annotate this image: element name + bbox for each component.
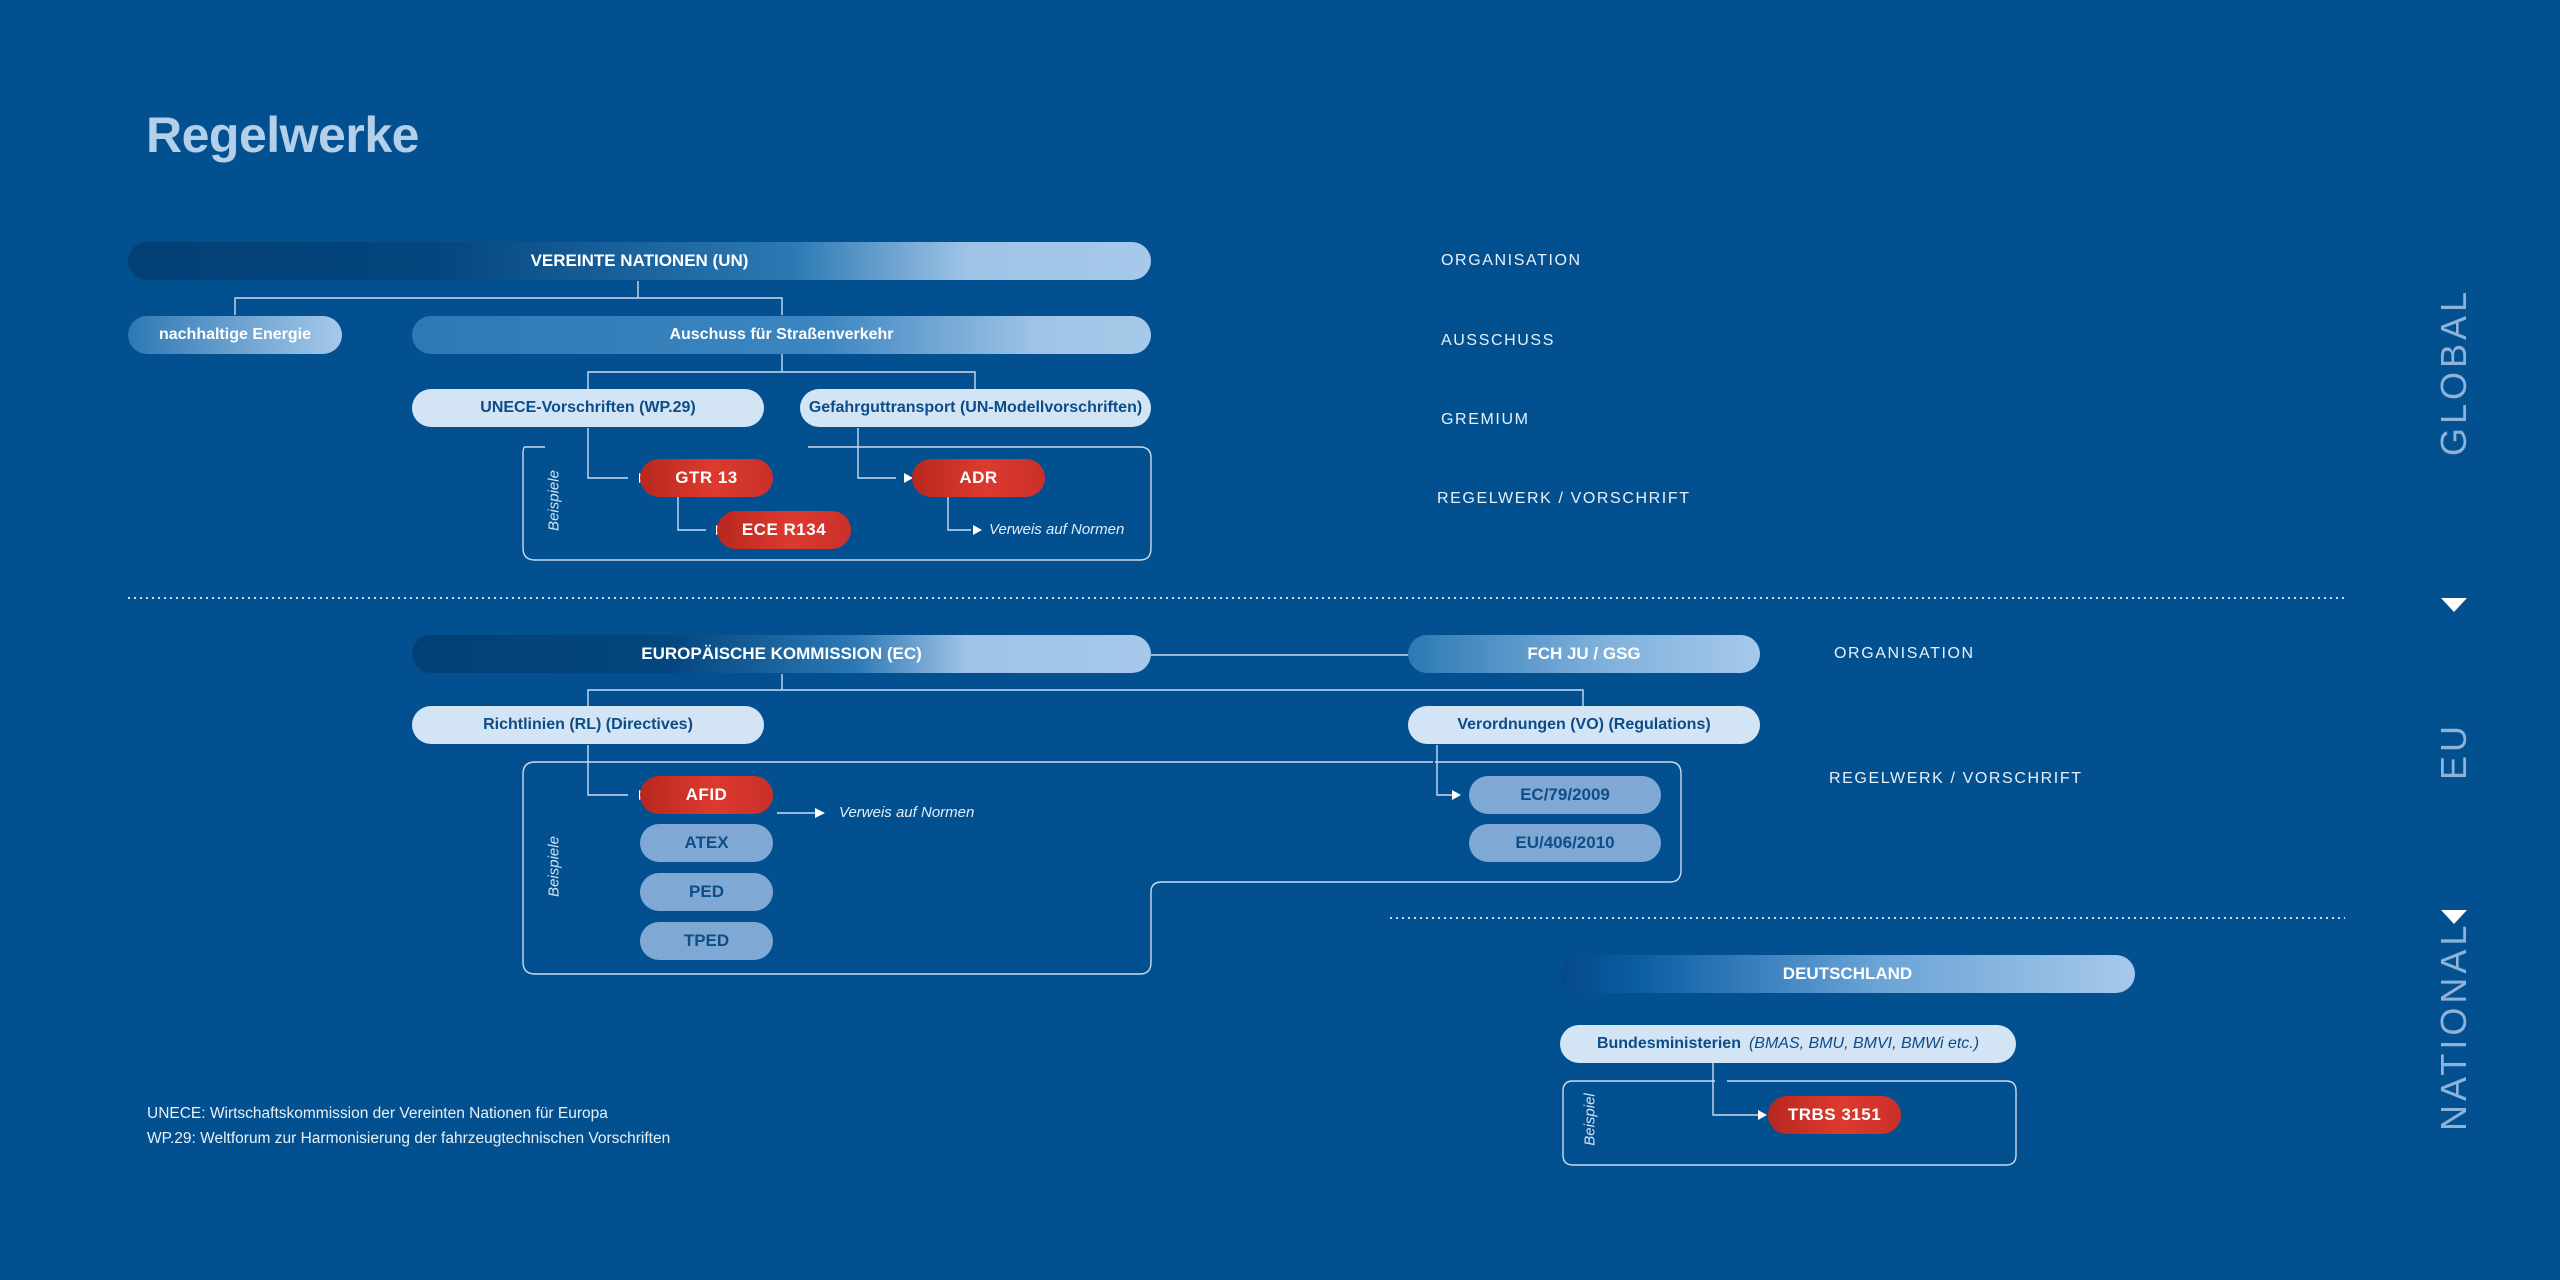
region-national: NATIONAL bbox=[2433, 921, 2474, 1131]
region-down-triangle bbox=[2441, 910, 2467, 924]
ausschuss-connector bbox=[587, 354, 976, 389]
verweis-arrow-line bbox=[947, 497, 971, 531]
adr-arrow-line bbox=[857, 428, 896, 479]
ece-r134-box: ECE R134 bbox=[717, 511, 851, 549]
afid-box: AFID bbox=[640, 776, 773, 814]
eu-beispiele-label: Beispiele bbox=[545, 836, 563, 897]
label-organisation-eu: ORGANISATION bbox=[1834, 645, 1975, 662]
label-regelwerk-eu: REGELWERK / VORSCHRIFT bbox=[1829, 770, 2083, 787]
global-beispiele-label: Beispiele bbox=[545, 470, 563, 531]
region-global: GLOBAL bbox=[2433, 287, 2474, 456]
global-examples-frame bbox=[522, 446, 1152, 561]
label-regelwerk-global: REGELWERK / VORSCHRIFT bbox=[1437, 490, 1691, 507]
ec79-arrow-line bbox=[1436, 745, 1453, 796]
global-verweis-note: Verweis auf Normen bbox=[989, 521, 1125, 538]
fch-box: FCH JU / GSG bbox=[1408, 635, 1760, 673]
trbs-box: TRBS 3151 bbox=[1768, 1096, 1901, 1134]
label-gremium: GREMIUM bbox=[1441, 411, 1530, 428]
regulations-box: Verordnungen (VO) (Regulations) bbox=[1408, 706, 1760, 744]
ec-connector bbox=[587, 674, 1584, 706]
footnote-wp29: WP.29: Weltforum zur Harmonisierung der … bbox=[147, 1130, 671, 1147]
afid-arrow-line bbox=[587, 745, 628, 796]
national-examples-frame bbox=[1562, 1080, 2017, 1166]
atex-box: ATEX bbox=[640, 824, 773, 862]
energy-box: nachhaltige Energie bbox=[128, 316, 342, 354]
ped-box: PED bbox=[640, 873, 773, 911]
label-organisation-global: ORGANISATION bbox=[1441, 252, 1582, 269]
germany-box: DEUTSCHLAND bbox=[1560, 955, 2135, 993]
trbs-arrow-line bbox=[1712, 1063, 1758, 1116]
gtr13-box: GTR 13 bbox=[640, 459, 773, 497]
national-beispiel-label: Beispiel bbox=[1581, 1093, 1599, 1146]
footnote-unece: UNECE: Wirtschaftskommission der Vereint… bbox=[147, 1105, 608, 1122]
road-committee-box: Auschuss für Straßenverkehr bbox=[412, 316, 1151, 354]
directives-box: Richtlinien (RL) (Directives) bbox=[412, 706, 764, 744]
label-ausschuss: AUSSCHUSS bbox=[1441, 332, 1555, 349]
eu-examples-frame bbox=[522, 761, 1682, 975]
eu406-box: EU/406/2010 bbox=[1469, 824, 1661, 862]
ministries-label: Bundesministerien bbox=[1596, 1035, 1741, 1052]
region-eu: EU bbox=[2433, 722, 2474, 781]
page-title: Regelwerke bbox=[146, 107, 419, 163]
tped-box: TPED bbox=[640, 922, 773, 960]
ece-arrow-line bbox=[677, 497, 706, 531]
ec79-box: EC/79/2009 bbox=[1469, 776, 1661, 814]
gtr-arrow-line bbox=[587, 428, 628, 479]
ministries-detail: (BMAS, BMU, BMVI, BMWi etc.) bbox=[1748, 1035, 1980, 1052]
ministries-box: Bundesministerien (BMAS, BMU, BMVI, BMWi… bbox=[1560, 1025, 2016, 1063]
region-down-triangle bbox=[2441, 598, 2467, 612]
ec-box: EUROPÄISCHE KOMMISSION (EC) bbox=[412, 635, 1151, 673]
un-box: VEREINTE NATIONEN (UN) bbox=[128, 242, 1151, 280]
unece-box: UNECE-Vorschriften (WP.29) bbox=[412, 389, 764, 427]
adr-box: ADR bbox=[912, 459, 1045, 497]
un-connector bbox=[234, 281, 783, 315]
dangerous-goods-box: Gefahrguttransport (UN-Modellvorschrifte… bbox=[800, 389, 1151, 427]
eu-verweis-note: Verweis auf Normen bbox=[839, 804, 975, 821]
